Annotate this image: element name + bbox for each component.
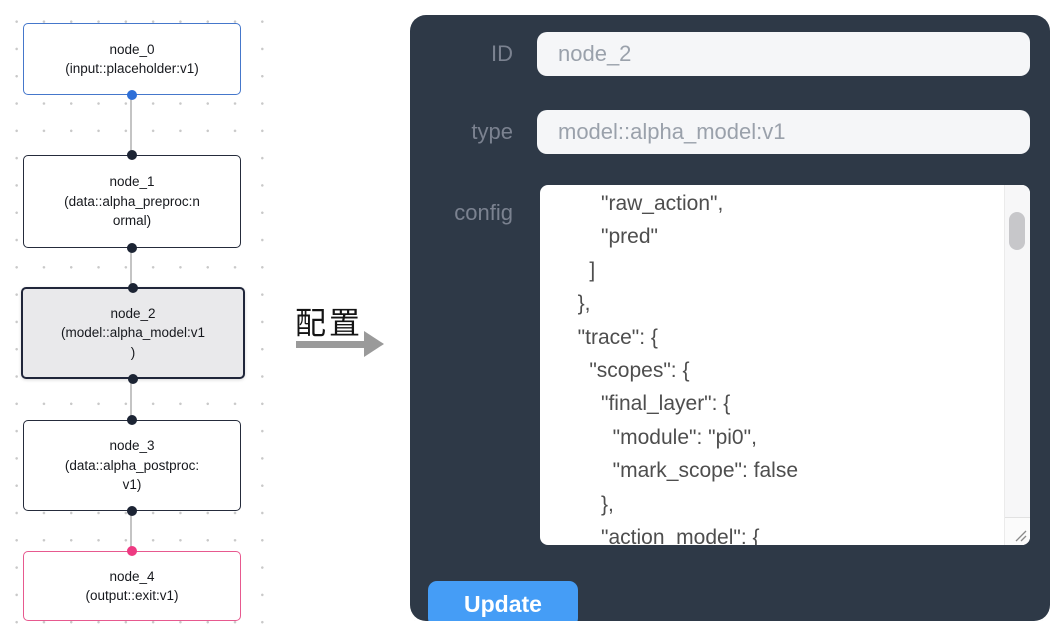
node-type-label: (data::alpha_preproc:n	[64, 193, 200, 209]
node-type-label: v1)	[122, 477, 142, 493]
port-dot-node4-in[interactable]	[126, 546, 137, 556]
arrow-right-icon	[296, 331, 386, 357]
node-title: node_3	[109, 438, 155, 454]
config-panel: ID node_2 type model::alpha_model:v1 con…	[410, 15, 1050, 621]
node-type-label: )	[130, 344, 136, 360]
id-field-label: ID	[491, 41, 513, 66]
port-dot-node2-in[interactable]	[128, 283, 138, 293]
port-dot-node2-out[interactable]	[128, 374, 138, 384]
port-dot-node1-out[interactable]	[126, 243, 137, 253]
flow-node-node_3[interactable]: node_3 (data::alpha_postproc: v1)	[23, 420, 241, 511]
flow-node-node_0[interactable]: node_0 (input::placeholder:v1)	[23, 23, 241, 95]
scrollbar-thumb[interactable]	[1009, 212, 1025, 250]
port-dot-node3-in[interactable]	[126, 415, 137, 425]
flow-node-node_4[interactable]: node_4 (output::exit:v1)	[23, 551, 241, 621]
flow-node-node_2-selected[interactable]: node_2 (model::alpha_model:v1 )	[21, 287, 245, 379]
edge-node3-node4	[130, 511, 132, 551]
config-editor[interactable]: "raw_action", "pred" ] }, "trace": { "sc…	[540, 185, 1030, 545]
type-field-label: type	[471, 119, 513, 144]
edge-node0-node1	[130, 95, 132, 155]
node-title: node_4	[109, 568, 155, 584]
id-field-value: node_2	[558, 41, 632, 66]
node-type-label: (input::placeholder:v1)	[65, 61, 199, 76]
flow-node-node_1[interactable]: node_1 (data::alpha_preproc:n ormal)	[23, 155, 241, 248]
node-title: node_2	[110, 305, 156, 321]
node-title: node_0	[109, 41, 155, 57]
node-type-label: (model::alpha_model:v1	[60, 325, 206, 341]
type-field-value: model::alpha_model:v1	[558, 119, 786, 144]
config-field-label: config	[454, 200, 513, 225]
edge-node2-node3	[130, 379, 132, 420]
port-dot-node3-out[interactable]	[126, 506, 137, 516]
update-button[interactable]: Update	[428, 581, 578, 621]
edge-node1-node2	[130, 248, 132, 288]
resize-handle-icon[interactable]	[1011, 526, 1027, 542]
port-dot-node0-out[interactable]	[126, 90, 137, 100]
config-scrollbar[interactable]	[1004, 185, 1030, 545]
node-title: node_1	[109, 174, 155, 190]
node-type-label: (output::exit:v1)	[85, 588, 179, 603]
node-type-label: ormal)	[112, 213, 152, 229]
config-json-text: "raw_action", "pred" ] }, "trace": { "sc…	[577, 192, 798, 545]
type-field[interactable]: model::alpha_model:v1	[537, 110, 1030, 154]
config-annotation-label: 配置	[295, 306, 363, 341]
id-field[interactable]: node_2	[537, 32, 1030, 76]
port-dot-node1-in[interactable]	[126, 150, 137, 160]
node-type-label: (data::alpha_postproc:	[64, 457, 200, 473]
